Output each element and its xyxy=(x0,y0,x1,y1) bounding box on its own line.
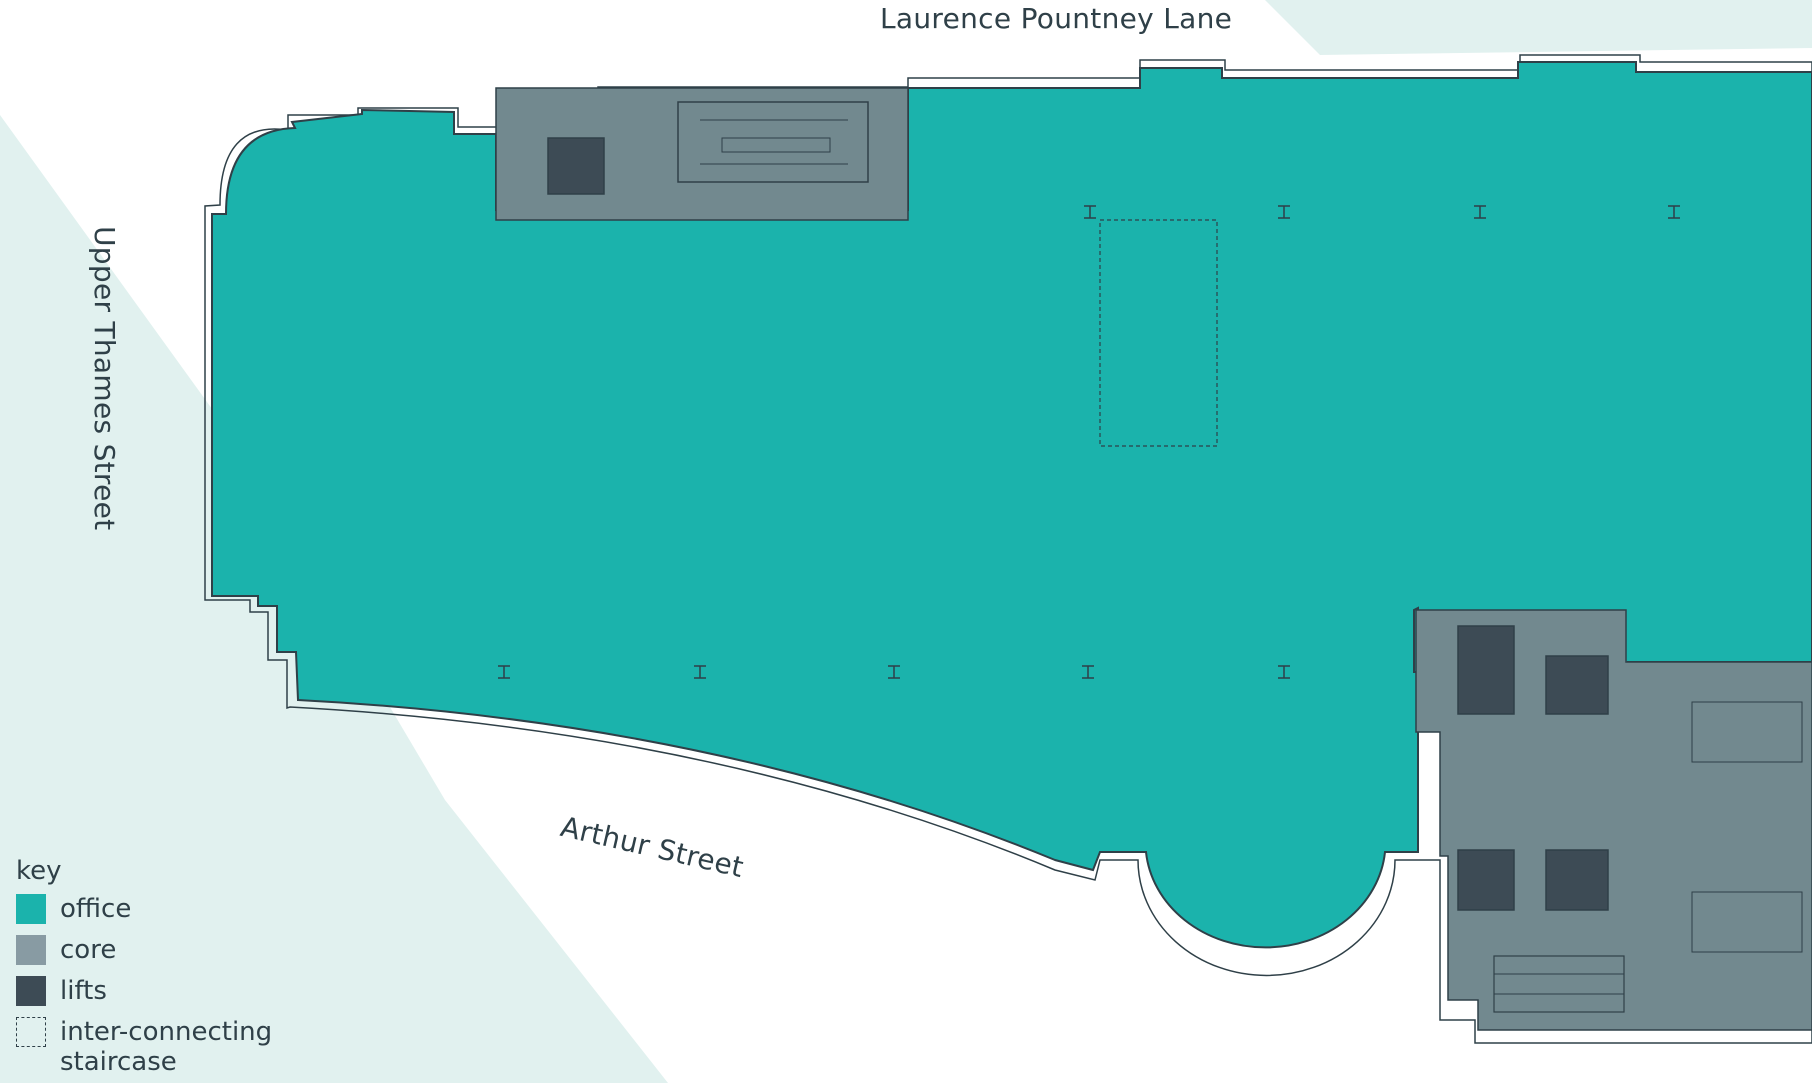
lift-north xyxy=(547,137,605,195)
toilets-se-2 xyxy=(1691,891,1803,953)
inter-connecting-staircase xyxy=(1099,219,1218,447)
street-label-west: Upper Thames Street xyxy=(88,226,121,531)
legend-label-staircase: inter-connecting staircase xyxy=(60,1017,273,1077)
legend-label-office: office xyxy=(60,894,132,924)
legend-label-lifts: lifts xyxy=(60,976,107,1006)
stair-landing xyxy=(721,137,831,153)
staircase-se xyxy=(1493,955,1625,1013)
legend-item-core: core xyxy=(16,935,316,965)
columns-south-row xyxy=(498,665,1290,679)
street-label-north: Laurence Pountney Lane xyxy=(880,2,1233,35)
legend-item-lifts: lifts xyxy=(16,976,316,1006)
street-shading-west xyxy=(0,115,668,1083)
legend-swatch-staircase xyxy=(16,1017,46,1047)
legend-item-staircase: inter-connecting staircase xyxy=(16,1017,316,1077)
columns-north-row xyxy=(1084,205,1680,219)
legend-item-office: office xyxy=(16,894,316,924)
legend-swatch-office xyxy=(16,894,46,924)
lift-se-3 xyxy=(1457,849,1515,911)
legend-label-core: core xyxy=(60,935,117,965)
street-shading-north xyxy=(1265,0,1812,55)
legend-swatch-core xyxy=(16,935,46,965)
legend-swatch-lifts xyxy=(16,976,46,1006)
legend-title: key xyxy=(16,856,62,886)
toilets-se-1 xyxy=(1691,701,1803,763)
lift-se-2 xyxy=(1545,655,1609,715)
legend: key office core lifts inter-connecting s… xyxy=(16,856,316,1083)
lift-se-4 xyxy=(1545,849,1609,911)
staircase-north xyxy=(677,101,869,183)
core-south-east xyxy=(1415,609,1812,1031)
building-outer-wall xyxy=(204,54,1812,1044)
lift-se-1 xyxy=(1457,625,1515,715)
